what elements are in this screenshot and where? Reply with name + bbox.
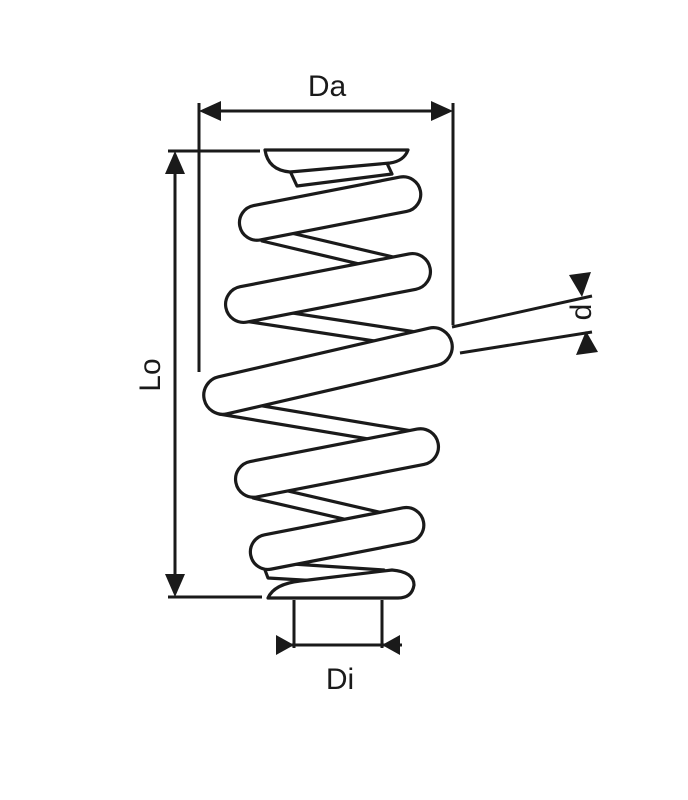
di-arrow-left [276, 635, 294, 655]
da-arrow-right [431, 101, 453, 121]
da-label: Da [308, 70, 347, 103]
di-dimension: Di [276, 600, 402, 696]
d-label: d [565, 304, 598, 321]
d-extension-upper [451, 294, 593, 329]
d-extension-lower [459, 330, 593, 355]
lo-arrow-top [165, 151, 185, 174]
lo-arrow-bottom [165, 574, 185, 597]
lo-dimension: Lo [134, 149, 262, 599]
lo-label: Lo [134, 358, 167, 391]
da-dimension: Da [197, 70, 455, 372]
di-arrow-right [382, 635, 400, 655]
d-arrow-top [569, 272, 591, 297]
d-arrow-bottom [576, 331, 598, 355]
d-dimension: d [451, 272, 598, 355]
di-label: Di [326, 663, 354, 696]
spring-front-coils [202, 148, 454, 600]
da-arrow-left [199, 101, 221, 121]
